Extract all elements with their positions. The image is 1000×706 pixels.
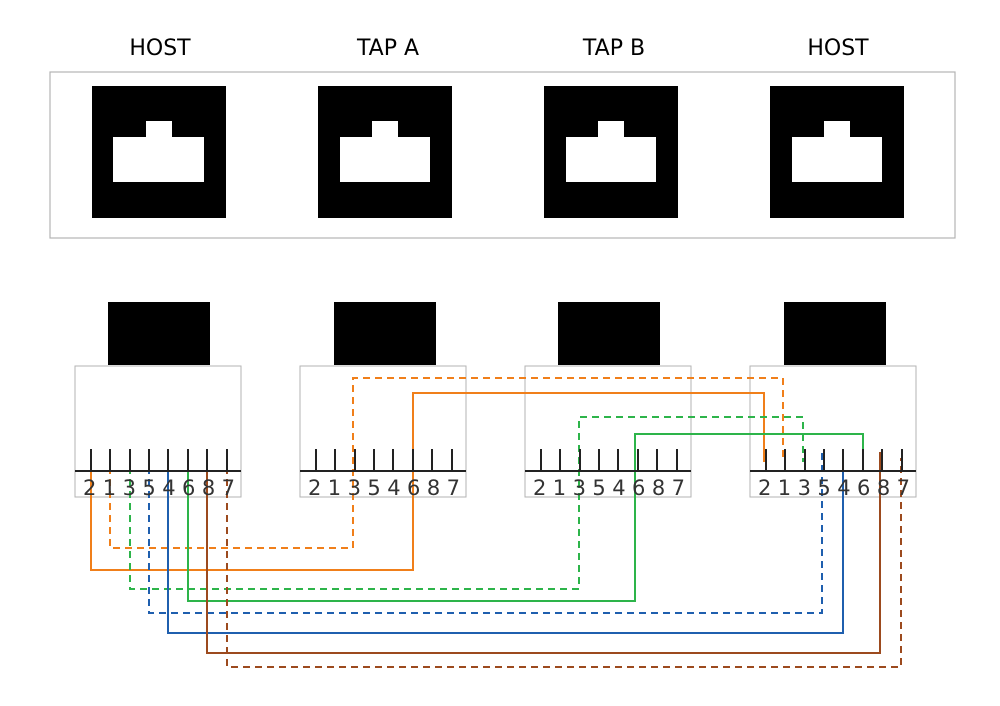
rj45-jack-icon-tap-a xyxy=(318,86,452,218)
connector-latch xyxy=(558,302,660,365)
wire-brown-solid xyxy=(206,452,881,654)
connector-host-1 xyxy=(74,302,242,498)
wire-blue-solid xyxy=(167,452,844,634)
port-title-host-1: HOST xyxy=(129,36,191,61)
connector-tap-a xyxy=(299,302,467,498)
port-title-host-2: HOST xyxy=(807,36,869,61)
rj45-jack-icon-tap-b xyxy=(544,86,678,218)
wire-green-solid xyxy=(187,433,864,602)
port-title-tap-a: TAP A xyxy=(356,36,419,61)
port-title-tap-b: TAP B xyxy=(582,36,645,61)
wires xyxy=(90,377,902,668)
rj45-jack-icon-host-1 xyxy=(92,86,226,218)
pin-comb-host-1 xyxy=(75,449,241,472)
wire-orange-dashed xyxy=(109,377,784,549)
wire-orange-solid xyxy=(90,392,765,571)
connector-latch xyxy=(108,302,210,365)
connector-latch xyxy=(334,302,436,365)
rj45-jack-icon-host-2 xyxy=(770,86,904,218)
connector-host-2 xyxy=(749,302,917,498)
wire-brown-dashed xyxy=(226,455,902,668)
connector-tap-b xyxy=(524,302,692,498)
pin-comb-tap-b xyxy=(525,449,691,472)
pin-comb-host-2 xyxy=(750,449,916,472)
connector-latch xyxy=(784,302,886,365)
wire-green-dashed xyxy=(129,416,804,590)
wire-blue-dashed xyxy=(148,452,823,614)
pin-comb-tap-a xyxy=(300,449,466,472)
